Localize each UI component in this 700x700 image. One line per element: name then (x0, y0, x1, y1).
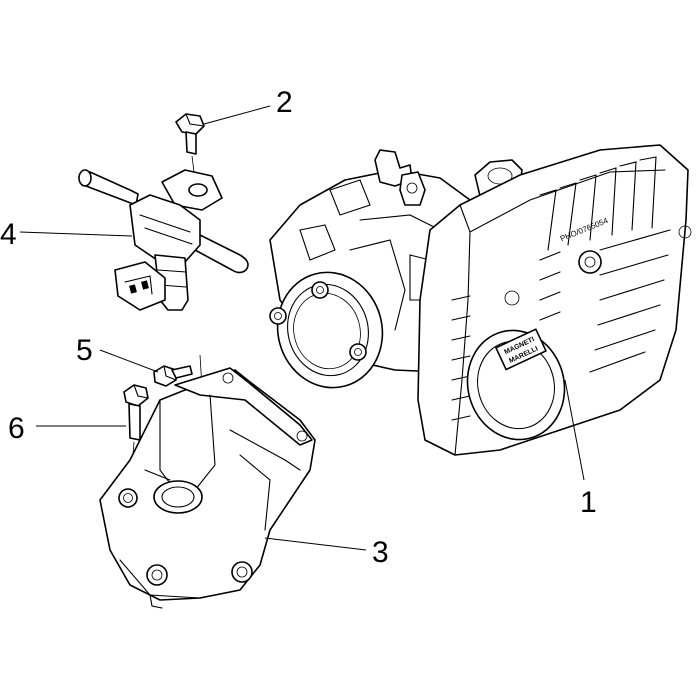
leader-3 (264, 537, 367, 551)
callout-5: 5 (76, 334, 93, 367)
part-3-intake-adapter (99, 367, 316, 609)
leader-5 (99, 349, 159, 373)
adapter-outlet (153, 480, 203, 514)
part-4-injector-rail (78, 169, 249, 311)
cooling-fins (451, 156, 671, 421)
callout-1: 1 (580, 486, 597, 519)
callout-3: 3 (372, 536, 389, 569)
leader-1 (564, 379, 585, 481)
leader-lines (19, 105, 585, 551)
leader-4 (19, 231, 133, 237)
part-5-screw (153, 354, 203, 389)
part-1-throttle-body: MAGNETI MARELLI PHO/0765054 (269, 144, 692, 456)
part-2-bolt (175, 113, 205, 173)
callout-4: 4 (0, 218, 17, 251)
callout-numbers: 2 4 5 6 3 1 (0, 86, 597, 569)
callout-6: 6 (8, 412, 25, 445)
callout-2: 2 (276, 86, 293, 119)
actuator-cover (466, 329, 566, 441)
leader-2 (203, 105, 271, 125)
